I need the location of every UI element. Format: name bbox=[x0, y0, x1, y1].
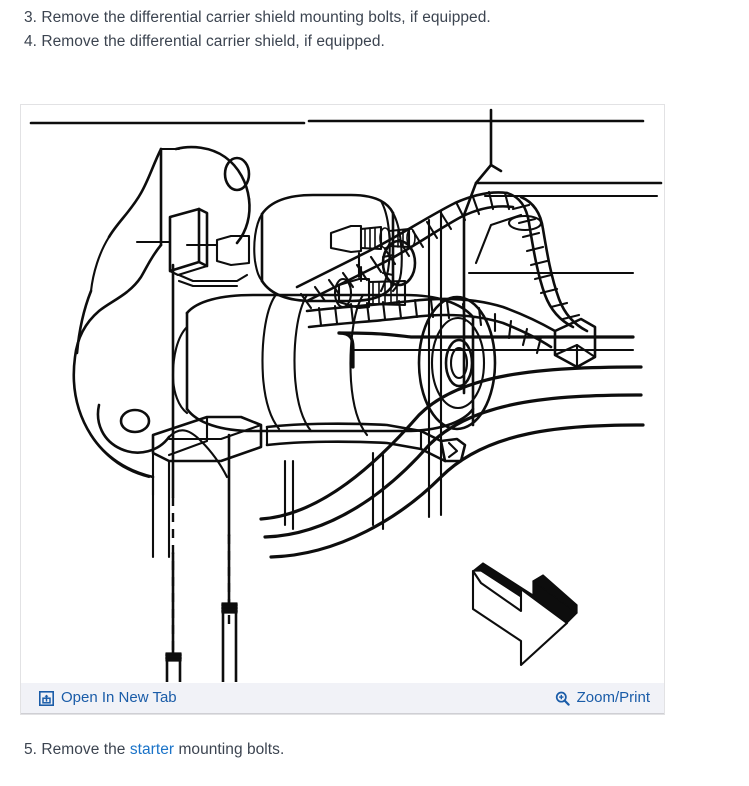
wire-harness-upper bbox=[295, 190, 515, 310]
instruction-step-5: 5. Remove the starter mounting bolts. bbox=[24, 738, 724, 762]
instruction-steps-below: 5. Remove the starter mounting bolts. bbox=[24, 738, 724, 762]
zoom-print-button[interactable]: Zoom/Print bbox=[555, 690, 650, 706]
open-in-new-tab-label: Open In New Tab bbox=[61, 689, 177, 706]
wire-harness-right-descending bbox=[505, 191, 589, 333]
starter-link[interactable]: starter bbox=[129, 741, 175, 758]
mounting-bolt-left bbox=[165, 551, 182, 683]
wire-harness-lower bbox=[305, 297, 557, 355]
leader-lines bbox=[171, 263, 231, 653]
open-in-new-tab-icon bbox=[39, 690, 54, 706]
zoom-print-label: Zoom/Print bbox=[576, 689, 650, 706]
figure-toolbar: Open In New Tab Zoom/Print bbox=[21, 682, 664, 714]
mounting-bolt-right bbox=[221, 533, 238, 683]
figure-panel: Open In New Tab Zoom/Print bbox=[20, 104, 665, 715]
magnifier-plus-icon bbox=[555, 691, 570, 706]
instruction-step-3: 3. Remove the differential carrier shiel… bbox=[24, 9, 491, 26]
open-in-new-tab-button[interactable]: Open In New Tab bbox=[39, 690, 177, 706]
starter-motor-diagram bbox=[21, 105, 664, 683]
instruction-steps-above: 3. Remove the differential carrier shiel… bbox=[24, 6, 724, 54]
step-5-suffix: mounting bolts. bbox=[174, 741, 285, 758]
step-5-prefix: 5. Remove the bbox=[24, 741, 130, 758]
direction-arrow bbox=[471, 562, 578, 667]
instruction-step-4: 4. Remove the differential carrier shiel… bbox=[24, 33, 385, 50]
